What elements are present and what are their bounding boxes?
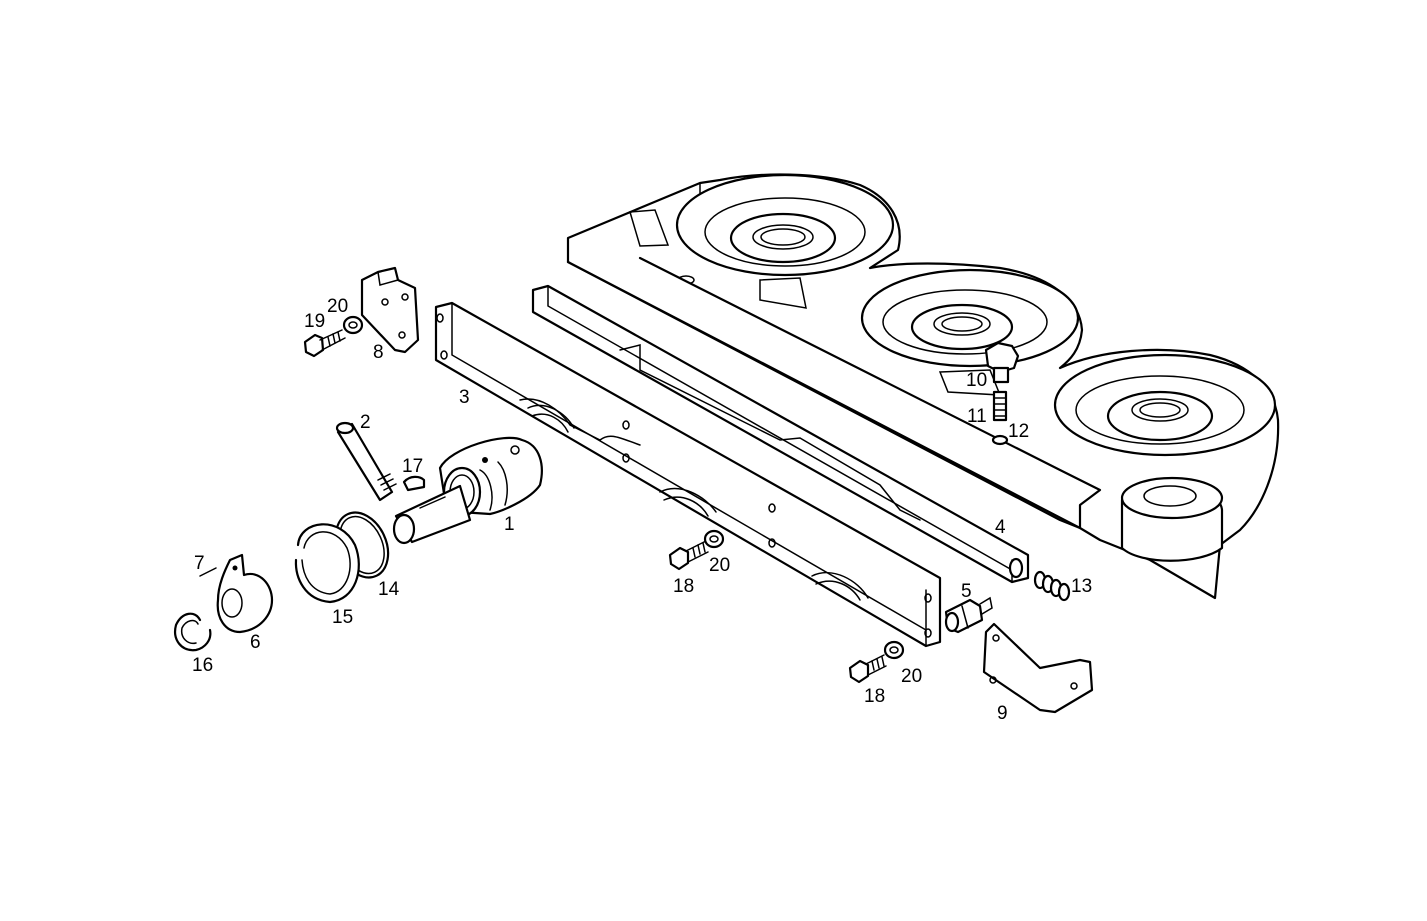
callout-2: 2: [360, 412, 371, 433]
callout-labels: 1 2 3 4 5 6 7 8 9 10 11 12 13 14 15 16 1…: [192, 296, 1092, 724]
part-7-pin: [199, 567, 217, 577]
callout-20-low: 20: [901, 666, 922, 687]
callout-18-mid: 18: [673, 576, 694, 597]
callout-14: 14: [378, 579, 400, 600]
part-12-ball: [991, 434, 1009, 446]
part-16-circlip: [174, 612, 212, 652]
part-20-washer-low: [883, 640, 905, 660]
housing-casting: [566, 173, 1280, 600]
callout-5: 5: [961, 581, 972, 602]
part-19-screw-top: [303, 329, 346, 358]
callout-3: 3: [459, 387, 470, 408]
callout-20-mid: 20: [709, 555, 730, 576]
part-20-washer-top: [342, 315, 364, 335]
part-11-spring: [992, 390, 1008, 422]
part-3-plate: [434, 301, 942, 648]
part-18-screw-low: [848, 654, 887, 684]
callout-18-low: 18: [864, 686, 885, 707]
part-17-key: [402, 475, 426, 492]
callout-16: 16: [192, 655, 213, 676]
callout-11: 11: [967, 406, 987, 427]
callout-12: 12: [1008, 421, 1029, 442]
callout-9: 9: [997, 703, 1008, 724]
part-18-screw-mid: [668, 540, 709, 571]
part-4-bar: [531, 284, 1030, 584]
part-8-bracket: [360, 266, 420, 354]
callout-8: 8: [373, 342, 384, 363]
part-2-pin: [335, 421, 397, 502]
callout-15: 15: [332, 607, 353, 628]
part-13-spring: [1033, 570, 1071, 602]
callout-13: 13: [1071, 576, 1092, 597]
part-6-lever: [216, 553, 274, 634]
callout-17: 17: [402, 456, 423, 477]
callout-6: 6: [250, 632, 261, 653]
part-5-fitting: [944, 596, 993, 634]
part-20-washer-mid: [703, 529, 725, 549]
callout-10: 10: [966, 370, 987, 391]
part-10-plug: [984, 341, 1020, 384]
callout-1: 1: [504, 514, 515, 535]
part-15-snap-ring: [294, 523, 360, 604]
callout-7: 7: [194, 553, 205, 574]
part-9-bracket: [982, 622, 1094, 714]
callout-19: 19: [304, 311, 325, 332]
callout-4: 4: [995, 517, 1006, 538]
part-1-shaft: [392, 436, 543, 545]
callout-20-top: 20: [327, 296, 348, 317]
